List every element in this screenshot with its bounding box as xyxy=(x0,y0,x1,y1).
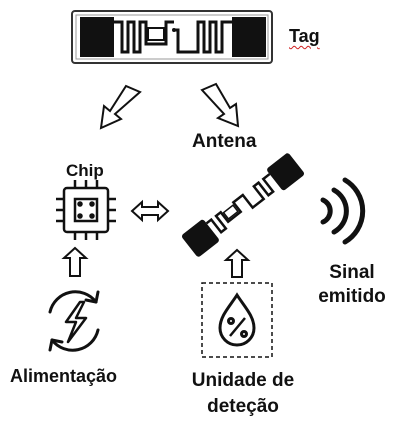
label-sinal-line2: emitido xyxy=(318,286,386,307)
label-sinal-line1: Sinal xyxy=(329,262,375,283)
label-unidade-line2: deteção xyxy=(207,396,279,417)
chip-icon xyxy=(56,180,116,240)
arrow-tag-to-chip xyxy=(99,84,142,130)
arrow-tag-to-antena xyxy=(200,82,240,128)
humidity-drop-icon xyxy=(218,292,256,347)
arrow-power-to-chip xyxy=(61,246,89,277)
double-arrow-icon xyxy=(130,199,170,223)
label-unidade-line1: Unidade de xyxy=(191,370,295,391)
antenna-icon xyxy=(182,153,304,257)
label-tag-text: Tag xyxy=(289,26,320,46)
label-antena: Antena xyxy=(192,131,257,152)
label-chip: Chip xyxy=(66,161,104,180)
rfid-tag-icon xyxy=(71,10,273,64)
detection-unit-box xyxy=(201,282,273,358)
label-alimentacao: Alimentação xyxy=(10,366,118,386)
signal-waves-icon xyxy=(320,177,366,245)
label-unidade-detecao: Unidade de deteção xyxy=(178,368,308,420)
label-sinal-emitido: Sinal emitido xyxy=(312,261,392,309)
power-cycle-icon xyxy=(48,290,100,352)
arrow-detection-to-antenna xyxy=(223,248,251,278)
label-tag: Tag xyxy=(289,26,320,47)
